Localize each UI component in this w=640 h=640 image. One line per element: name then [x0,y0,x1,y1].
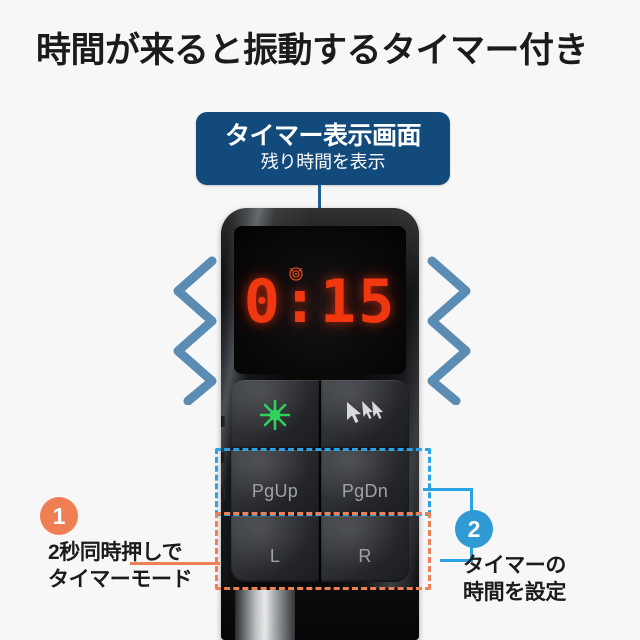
annotation-badge-2: 2 [455,510,493,548]
annotation-text-2: タイマーの 時間を設定 [463,553,566,607]
button-pointer[interactable] [321,380,409,448]
page-title: 時間が来ると振動するタイマー付き [36,31,589,70]
button-right-click-label: R [358,546,372,566]
vibration-zigzag-icon-left [173,256,217,405]
button-left-click-label: L [269,546,281,566]
annotation-badge-1: 1 [40,497,78,535]
annotation-text-1-line1: 2秒同時押しで [48,541,183,564]
connector-blue-horizontal-bottom [440,559,473,562]
button-seam-vertical [319,384,321,582]
side-button-3[interactable] [221,488,225,499]
alarm-clock-icon [289,267,303,281]
button-left-click[interactable]: L [231,516,319,582]
timer-display-screen: 0:15 [234,226,406,374]
highlight-box-left-right [215,512,431,590]
annotation-text-2-line2: 時間を設定 [463,580,566,604]
device-chrome-strip [235,590,295,640]
callout-title: タイマー表示画面 [224,121,422,150]
button-right-click[interactable]: R [321,516,409,582]
callout-box: タイマー表示画面 残り時間を表示 [196,112,450,185]
side-button-1[interactable] [221,416,225,427]
annotation-text-1-line2: タイマーモード [48,567,193,591]
laser-starburst-icon [260,400,290,430]
highlight-box-pgup-pgdn [215,448,431,516]
button-laser[interactable] [231,380,319,448]
side-button-2[interactable] [221,452,225,463]
button-pgdn-label: PgDn [341,481,389,501]
annotation-text-2-line1: タイマーの [463,554,566,577]
connector-orange-horizontal [130,562,220,565]
callout-subtitle: 残り時間を表示 [260,151,386,172]
button-pgup-label: PgUp [251,481,299,501]
button-pgup[interactable]: PgUp [231,450,319,514]
button-pgdn[interactable]: PgDn [321,450,409,514]
timer-display-value: 0:15 [243,267,397,337]
multi-cursor-icon [347,401,383,423]
annotation-text-1: 2秒同時押しで タイマーモード [48,540,193,594]
vibration-zigzag-icon-right [427,256,471,405]
connector-blue-horizontal-top [423,488,473,491]
